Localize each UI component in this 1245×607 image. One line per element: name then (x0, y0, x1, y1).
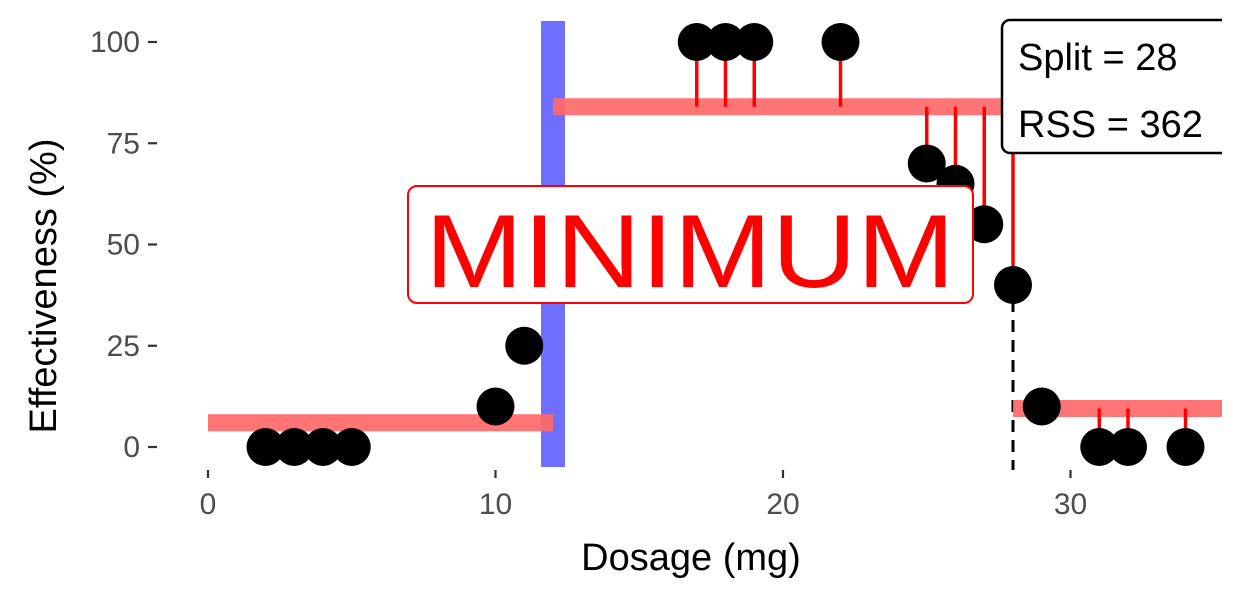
data-point (677, 23, 716, 61)
data-point (275, 428, 314, 466)
data-point (476, 387, 515, 426)
stamp-box (407, 185, 974, 304)
data-point (1109, 428, 1147, 466)
x-tick-label: 30 (1054, 488, 1087, 521)
data-point (907, 144, 946, 183)
data-point (706, 23, 745, 61)
y-tick-label: 0 (123, 431, 140, 464)
data-point (332, 428, 371, 466)
data-point (965, 205, 1004, 244)
axis-ticks: 0 10 20 30 0 25 50 75 100 (90, 26, 1087, 521)
stamp-text: MINIMUM (425, 194, 955, 310)
y-tick-label: 50 (107, 229, 140, 262)
x-tick-label: 0 (200, 488, 217, 521)
annotation-split: Split = 28 (1018, 37, 1178, 79)
x-axis-title: Dosage (mg) (581, 537, 801, 579)
annotation-box (1000, 18, 1222, 155)
data-point (1022, 387, 1061, 426)
data-point (505, 326, 544, 365)
data-point (994, 266, 1032, 304)
x-tick-label: 10 (479, 488, 512, 521)
data-point (821, 23, 860, 61)
data-point (246, 428, 285, 466)
x-tick-label: 20 (766, 488, 799, 521)
data-point (1166, 428, 1205, 466)
annotation-rss: RSS = 362 (1018, 104, 1203, 146)
minimum-stamp: MINIMUM (407, 185, 974, 310)
y-tick-label: 25 (107, 330, 140, 363)
y-tick-label: 75 (107, 127, 140, 160)
y-axis-title: Effectiveness (%) (23, 139, 65, 434)
data-point (304, 428, 342, 466)
plot-area: Split = 28 RSS = 362 (208, 18, 1222, 470)
y-tick-label: 100 (90, 26, 140, 59)
split-annotation: Split = 28 RSS = 362 (1000, 18, 1222, 155)
data-point (735, 23, 774, 61)
data-point (1080, 428, 1119, 466)
